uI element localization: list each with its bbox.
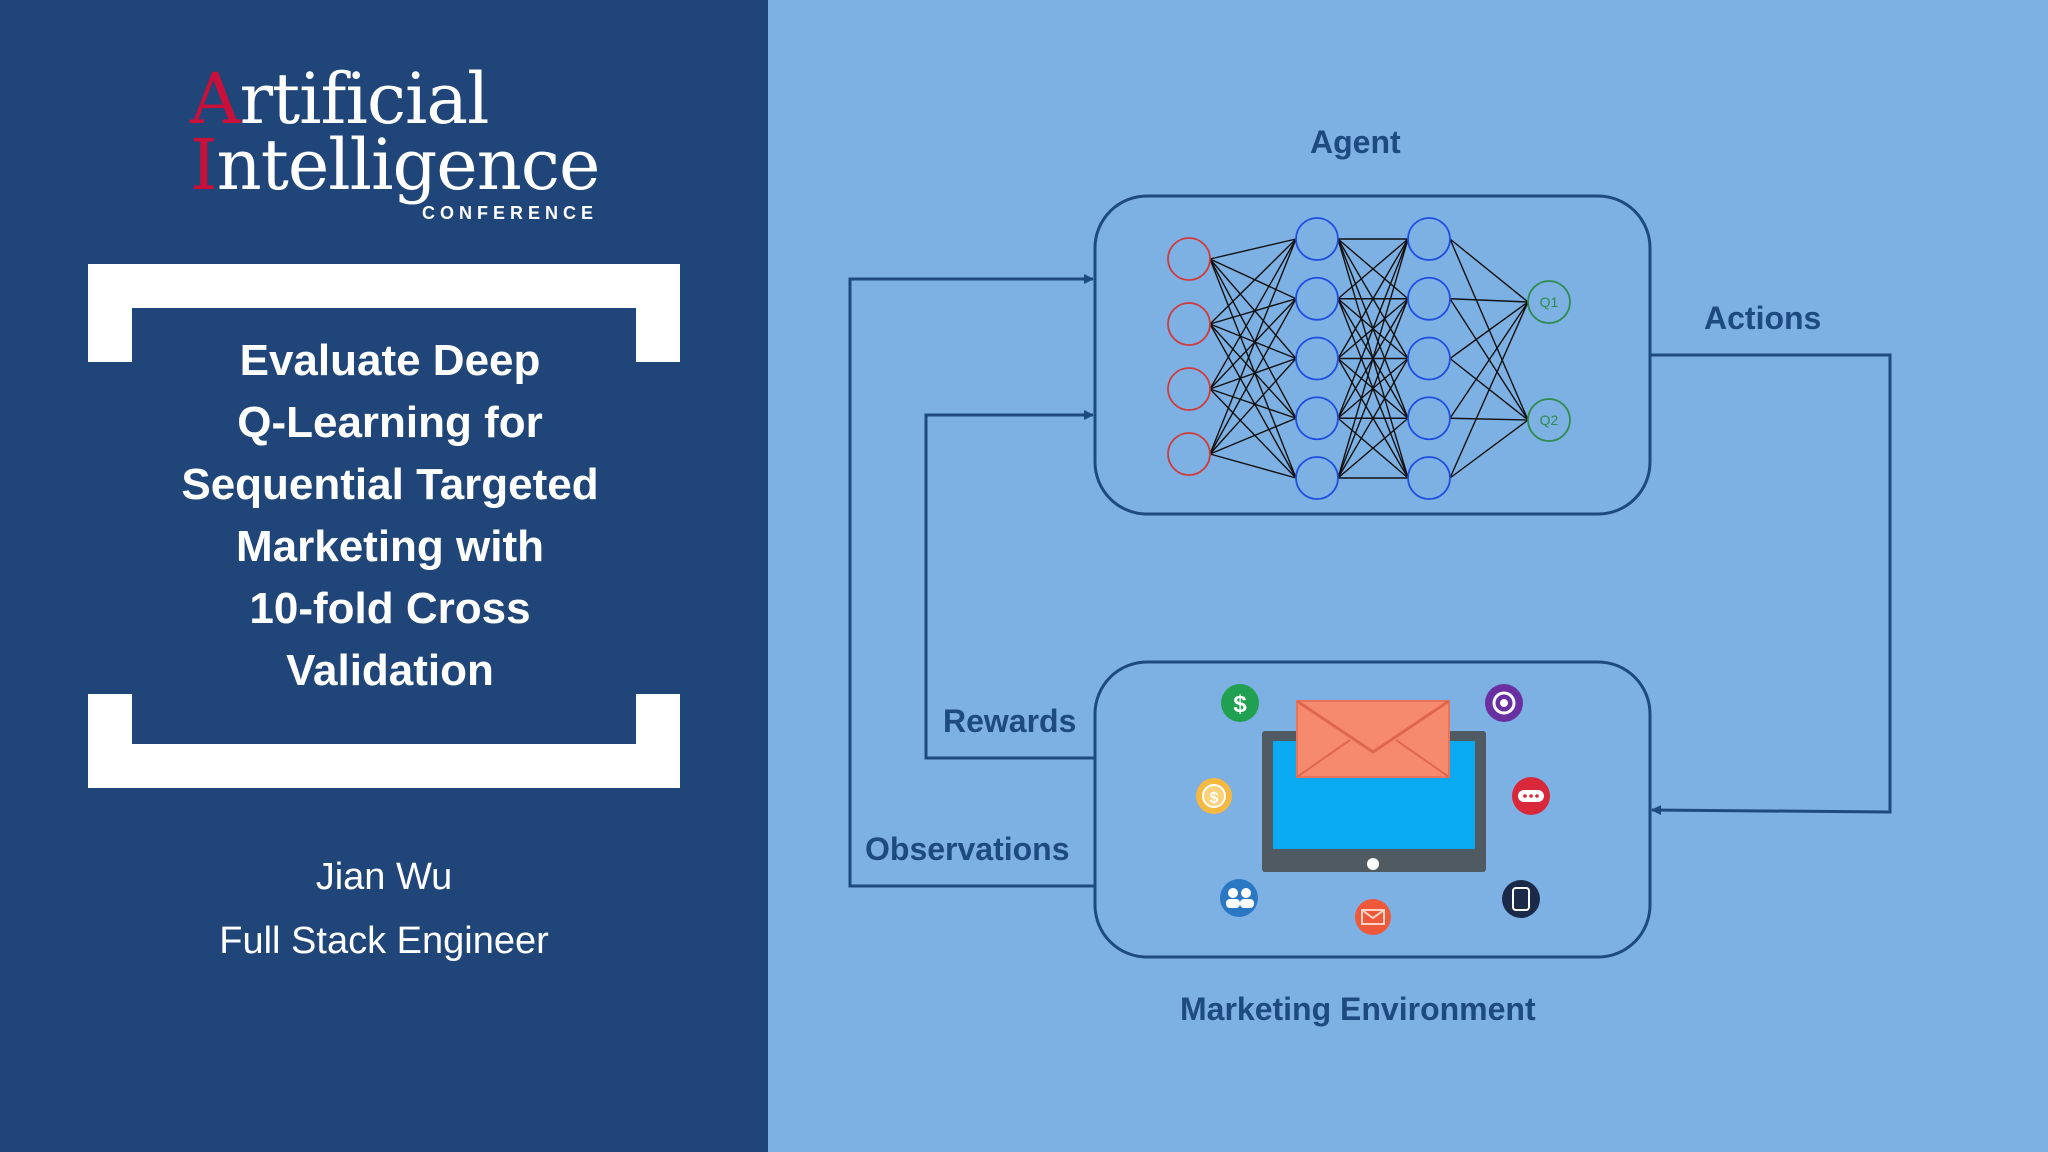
title-line: Marketing with <box>235 522 545 571</box>
title-line: Evaluate Deep <box>239 336 541 385</box>
environment-label: Marketing Environment <box>1180 991 1536 1027</box>
network-connection <box>1209 323 1297 479</box>
network-connection <box>1449 301 1529 419</box>
environment-box <box>1093 660 1652 959</box>
network-connection <box>1337 238 1409 479</box>
hidden-node <box>1407 456 1451 500</box>
network-connection <box>1209 298 1297 325</box>
network-connection <box>1209 358 1297 455</box>
network-connection <box>1337 238 1409 300</box>
network-connection <box>1449 419 1529 479</box>
left-panel: Artificial Intelligence CONFERENCE Evalu… <box>0 0 768 1152</box>
logo-line-1: Artificial <box>190 58 490 140</box>
network-connection <box>1449 298 1529 303</box>
talk-title: Evaluate Deep Q-Learning for Sequential … <box>110 330 670 702</box>
input-node <box>1167 302 1211 346</box>
rewards-label: Rewards <box>943 703 1077 739</box>
input-node <box>1167 367 1211 411</box>
svg-text:$: $ <box>1210 790 1219 807</box>
hidden-node <box>1295 456 1339 500</box>
network-connection <box>1209 258 1297 359</box>
envelope-icon <box>1296 699 1450 778</box>
speaker-name: Jian Wu <box>315 856 453 898</box>
network-connection <box>1209 388 1297 419</box>
network-connection <box>1209 258 1297 479</box>
hidden-node <box>1407 217 1451 261</box>
hidden-node <box>1407 396 1451 441</box>
network-connection <box>1337 417 1409 479</box>
network-connection <box>1209 357 1297 390</box>
observations-label: Observations <box>865 831 1070 867</box>
frame-top-bar <box>88 264 680 308</box>
network-connection <box>1337 298 1409 479</box>
output-node-label: Q1 <box>1540 294 1559 310</box>
users-icon <box>1220 879 1258 917</box>
speaker-role: Full Stack Engineer <box>219 920 549 962</box>
network-connection <box>1337 238 1409 419</box>
network-connection <box>1209 323 1297 360</box>
hidden-node <box>1407 276 1451 321</box>
network-connection <box>1209 417 1297 455</box>
network-connection <box>1209 238 1297 260</box>
hidden-node <box>1295 217 1339 261</box>
network-connection <box>1209 238 1297 390</box>
hidden-node <box>1295 396 1339 441</box>
actions-label: Actions <box>1704 300 1822 336</box>
title-line: Validation <box>286 646 494 695</box>
title-line: 10-fold Cross <box>249 584 531 633</box>
network-connection <box>1449 417 1529 421</box>
hidden-node <box>1295 336 1339 381</box>
network-connection <box>1449 301 1529 479</box>
network-connection <box>1209 298 1297 455</box>
network-connection <box>1209 388 1297 479</box>
title-line: Sequential Targeted <box>181 460 599 509</box>
network-connection <box>1209 258 1297 300</box>
rewards-arrow <box>924 410 1095 760</box>
output-node-label: Q2 <box>1540 412 1559 428</box>
logo-line-2: Intelligence <box>190 124 600 206</box>
network-connection <box>1209 453 1297 479</box>
network-connection <box>1337 238 1409 359</box>
network-connection <box>1209 298 1297 390</box>
dollar-icon: $ <box>1221 684 1259 722</box>
input-node <box>1167 432 1211 476</box>
tablet-icon <box>1502 880 1540 918</box>
logo-subtitle: CONFERENCE <box>422 203 599 223</box>
network-connection <box>1209 238 1297 455</box>
network-connection <box>1449 238 1529 303</box>
output-node <box>1527 280 1571 324</box>
title-line: Q-Learning for <box>237 398 543 447</box>
coin-icon: $ <box>1196 778 1232 814</box>
mail-badge-icon <box>1355 899 1391 935</box>
svg-text:$: $ <box>1233 691 1247 718</box>
frame-top-left-leg <box>88 264 132 362</box>
agent-label: Agent <box>1310 124 1401 160</box>
output-node <box>1527 398 1571 442</box>
network-connection <box>1209 258 1297 419</box>
frame-bottom-right-leg <box>636 694 680 788</box>
frame-bottom-left-leg <box>88 694 132 788</box>
network-connection <box>1337 358 1409 479</box>
hidden-node <box>1295 276 1339 321</box>
network-connection <box>1449 301 1529 360</box>
frame-bottom-bar <box>88 744 680 788</box>
network-connection <box>1209 323 1297 419</box>
title-frame <box>88 264 680 788</box>
settings-icon <box>1485 684 1523 722</box>
input-node <box>1167 237 1211 281</box>
chat-icon <box>1512 777 1550 815</box>
hidden-node <box>1407 336 1451 381</box>
observations-arrow <box>848 274 1095 888</box>
conference-logo: Artificial Intelligence CONFERENCE <box>190 58 600 230</box>
network-connection <box>1209 238 1297 325</box>
actions-arrow <box>1650 353 1892 816</box>
frame-top-right-leg <box>636 264 680 362</box>
right-panel <box>768 0 2048 1152</box>
